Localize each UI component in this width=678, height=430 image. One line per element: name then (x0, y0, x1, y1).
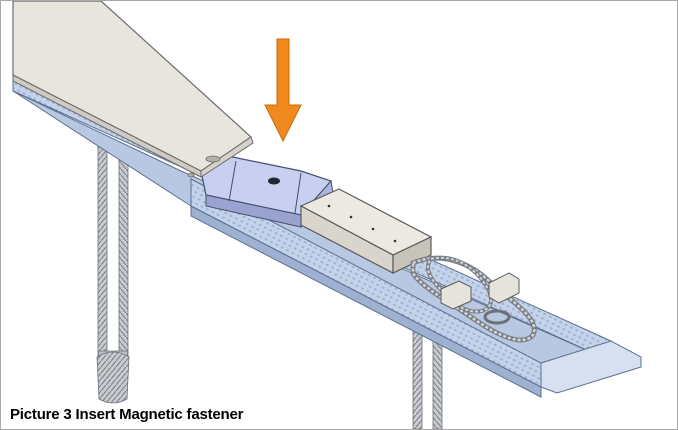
driver-box (299, 188, 433, 274)
insert-arrow-icon (264, 38, 302, 143)
suspension-rope-left (96, 138, 130, 404)
cable-coil (410, 255, 537, 343)
magnetic-fastener (200, 152, 334, 229)
cover-strip (12, 1, 254, 178)
figure-caption: Picture 3 Insert Magnetic fastener (8, 405, 246, 425)
